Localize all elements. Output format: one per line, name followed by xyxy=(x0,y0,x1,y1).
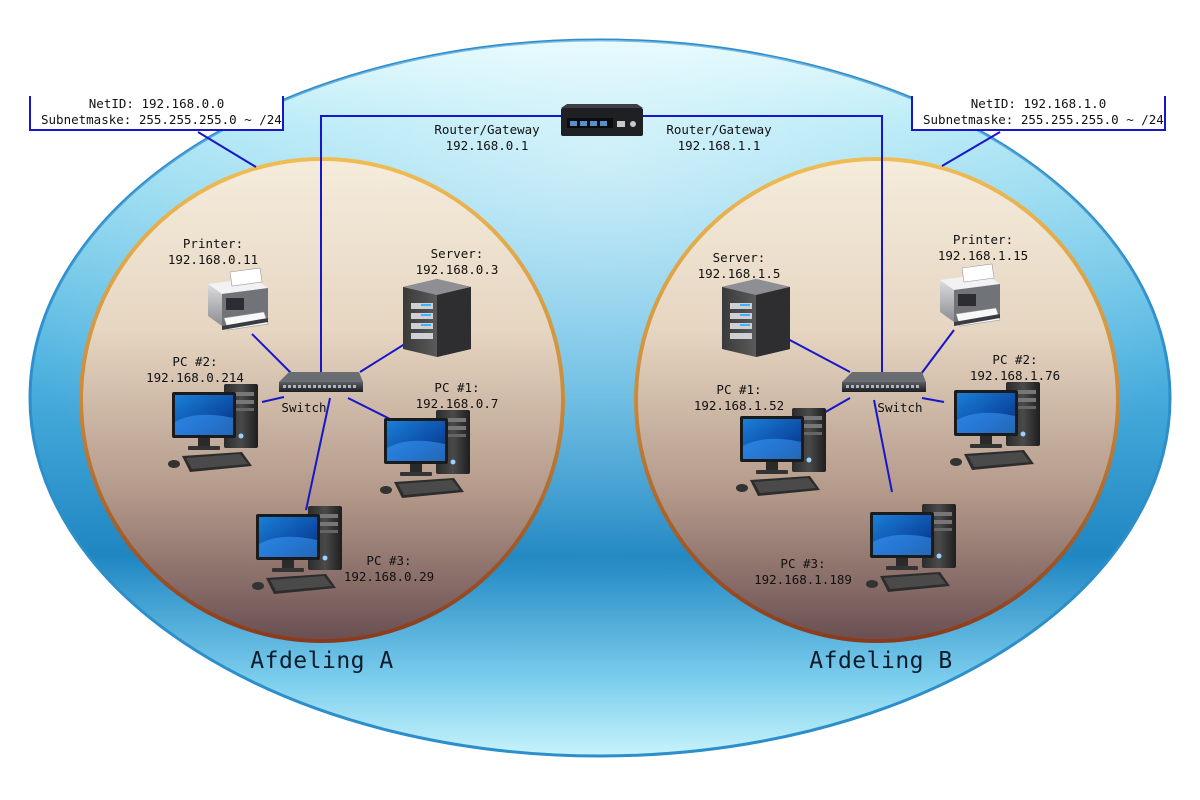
server-a-ip: 192.168.0.3 xyxy=(415,262,499,277)
server-b-icon[interactable] xyxy=(722,279,790,357)
router-a-ip: 192.168.0.1 xyxy=(445,138,529,153)
pc3-a-label: PC #3: 192.168.0.29 xyxy=(334,553,444,585)
pc2-b-title: PC #2: xyxy=(992,352,1038,367)
switch-a-icon[interactable] xyxy=(279,372,363,392)
server-a-icon[interactable] xyxy=(403,279,471,357)
switch-b-icon[interactable] xyxy=(842,372,926,392)
department-b-title: Afdeling B xyxy=(809,648,953,674)
netinfo-b-connector xyxy=(941,131,1001,167)
department-a-title: Afdeling A xyxy=(250,648,394,674)
link-a-pc1 xyxy=(347,397,393,421)
link-a-printer xyxy=(251,333,294,376)
pc3-b-title: PC #3: xyxy=(780,556,826,571)
link-b-server xyxy=(785,337,851,373)
printer-b-title: Printer: xyxy=(952,232,1014,247)
netinfo-a-subnet: Subnetmaske: 255.255.255.0 ~ /24 xyxy=(41,112,282,127)
link-a-pc2 xyxy=(261,396,285,403)
server-a-title: Server: xyxy=(430,246,484,261)
netinfo-a-connector xyxy=(197,131,257,168)
pc1-b-title: PC #1: xyxy=(716,382,762,397)
link-a-pc3 xyxy=(305,397,331,511)
pc3-b-label: PC #3: 192.168.1.189 xyxy=(748,556,858,588)
router-a-title: Router/Gateway xyxy=(434,122,540,137)
printer-a-ip: 192.168.0.11 xyxy=(167,252,259,267)
server-a-label: Server: 192.168.0.3 xyxy=(402,246,512,278)
pc2-a-ip: 192.168.0.214 xyxy=(146,370,244,385)
netinfo-a-netid: NetID: 192.168.0.0 xyxy=(88,96,225,111)
pc2-a-label: PC #2: 192.168.0.214 xyxy=(140,354,250,386)
pc1-a-ip: 192.168.0.7 xyxy=(415,396,499,411)
netinfo-a-box: NetID: 192.168.0.0 Subnetmaske: 255.255.… xyxy=(29,96,284,131)
link-b-printer xyxy=(917,329,955,379)
router-icon[interactable] xyxy=(561,104,643,136)
router-link-b xyxy=(640,115,883,378)
printer-b-label: Printer: 192.168.1.15 xyxy=(928,232,1038,264)
switch-a-title: Switch xyxy=(281,400,327,415)
server-b-label: Server: 192.168.1.5 xyxy=(684,250,794,282)
router-gateway-a-label: Router/Gateway 192.168.0.1 xyxy=(425,122,549,154)
pc1-b-label: PC #1: 192.168.1.52 xyxy=(684,382,794,414)
printer-a-label: Printer: 192.168.0.11 xyxy=(158,236,268,268)
pc3-a-ip: 192.168.0.29 xyxy=(343,569,435,584)
pc3-a-title: PC #3: xyxy=(366,553,412,568)
switch-a-label: Switch xyxy=(274,400,334,416)
switch-b-label: Switch xyxy=(870,400,930,416)
printer-b-ip: 192.168.1.15 xyxy=(937,248,1029,263)
pc2-b-ip: 192.168.1.76 xyxy=(969,368,1061,383)
pc1-a-title: PC #1: xyxy=(434,380,480,395)
pc3-b-ip: 192.168.1.189 xyxy=(754,572,852,587)
server-b-title: Server: xyxy=(712,250,766,265)
link-b-pc3 xyxy=(873,399,893,493)
router-gateway-b-label: Router/Gateway 192.168.1.1 xyxy=(657,122,781,154)
pc2-b-label: PC #2: 192.168.1.76 xyxy=(960,352,1070,384)
pc1-a-label: PC #1: 192.168.0.7 xyxy=(402,380,512,412)
netinfo-b-box: NetID: 192.168.1.0 Subnetmaske: 255.255.… xyxy=(911,96,1166,131)
server-b-ip: 192.168.1.5 xyxy=(697,266,781,281)
router-b-ip: 192.168.1.1 xyxy=(677,138,761,153)
switch-b-title: Switch xyxy=(877,400,923,415)
link-a-server xyxy=(359,341,409,373)
link-b-pc2 xyxy=(921,397,945,403)
router-b-title: Router/Gateway xyxy=(666,122,772,137)
netinfo-b-netid: NetID: 192.168.1.0 xyxy=(970,96,1107,111)
router-link-a xyxy=(320,115,563,378)
pc2-a-title: PC #2: xyxy=(172,354,218,369)
pc1-b-ip: 192.168.1.52 xyxy=(693,398,785,413)
netinfo-b-subnet: Subnetmaske: 255.255.255.0 ~ /24 xyxy=(923,112,1164,127)
printer-a-title: Printer: xyxy=(182,236,244,251)
